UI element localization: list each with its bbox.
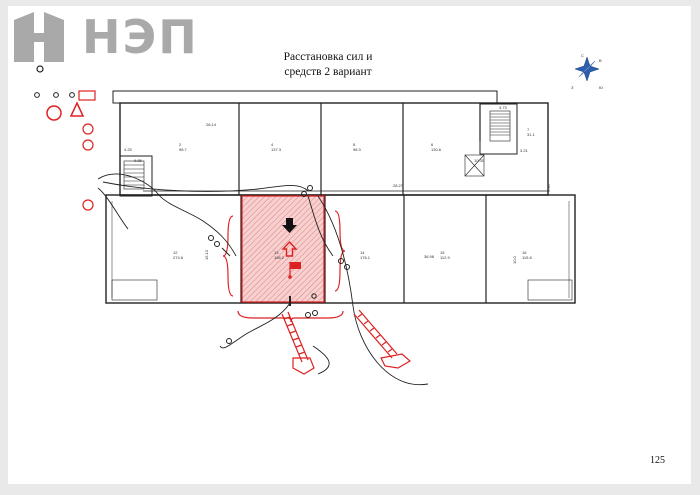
dim-6: 9.95 bbox=[546, 183, 551, 192]
compass-s: Ю bbox=[599, 85, 603, 90]
hydrant-symbol bbox=[36, 65, 44, 73]
room-area: 130.6 bbox=[431, 147, 442, 152]
plan-title-line-1: Расстановка сил и bbox=[283, 51, 373, 63]
arrow-up-icon bbox=[281, 240, 298, 257]
room-number: 6 bbox=[431, 142, 434, 147]
room-area: 115.8 bbox=[522, 255, 532, 260]
document-page: НЭП Расстановка сил и средств 2 вариант … bbox=[8, 6, 691, 484]
compass-n: С bbox=[581, 53, 584, 58]
fire-ladders bbox=[281, 309, 412, 375]
staircase bbox=[123, 110, 511, 190]
nozzle-symbols bbox=[208, 185, 350, 344]
unit-marker bbox=[82, 139, 94, 151]
compass-rose: С В Ю З bbox=[571, 53, 603, 90]
room-number: 2 bbox=[179, 142, 182, 147]
dim-8: 36.98 bbox=[424, 254, 435, 259]
logo-text: НЭП bbox=[82, 10, 199, 64]
room-area: 137.3 bbox=[271, 147, 282, 152]
room-area: 112.9 bbox=[440, 255, 450, 260]
room-number: 13 bbox=[274, 250, 279, 255]
building-walls bbox=[105, 90, 576, 304]
dim-5: 3.21 bbox=[520, 148, 529, 153]
dim-1: 4.25 bbox=[124, 147, 133, 152]
dim-10: 10.0 bbox=[512, 255, 517, 264]
room-number: 7 bbox=[527, 127, 530, 132]
room-number: 14 bbox=[360, 250, 365, 255]
unit-marker bbox=[82, 123, 94, 135]
room-number: 4 bbox=[271, 142, 274, 147]
dim-4: 10.30 bbox=[474, 158, 485, 163]
room-number: 5 bbox=[353, 142, 356, 147]
fire-symbols bbox=[281, 218, 301, 279]
hose-lines bbox=[97, 173, 429, 386]
unit-marker bbox=[82, 199, 94, 211]
plan-title: Расстановка сил и средств 2 вариант bbox=[258, 50, 398, 80]
company-logo: НЭП bbox=[14, 10, 199, 64]
dim-9: 15.13 bbox=[204, 249, 209, 260]
room-area: 274.6 bbox=[173, 255, 184, 260]
dim-3: 3.73 bbox=[499, 105, 508, 110]
room-area: 98.7 bbox=[179, 147, 188, 152]
dim-2: 9.85 bbox=[134, 158, 143, 163]
room-number: 15 bbox=[440, 250, 445, 255]
room-area: 186.2 bbox=[274, 255, 285, 260]
arrow-down-icon bbox=[282, 218, 297, 233]
floor-plan: С В Ю З bbox=[34, 53, 603, 386]
fire-zone-brackets bbox=[222, 210, 346, 323]
dim-7: 28.27 bbox=[393, 183, 404, 188]
unit-marker bbox=[46, 105, 62, 121]
legend-symbols bbox=[34, 65, 96, 211]
compass-e: В bbox=[599, 58, 602, 63]
page-number: 125 bbox=[650, 455, 665, 466]
room-area: 98.3 bbox=[353, 147, 362, 152]
room-number: 12 bbox=[173, 250, 178, 255]
dim-top-width: 28.14 bbox=[206, 122, 217, 127]
plan-title-line-2: средств 2 вариант bbox=[284, 66, 372, 78]
ladder-left bbox=[281, 311, 315, 375]
ladder-right bbox=[353, 309, 412, 369]
fire-flag-icon bbox=[290, 262, 301, 269]
warning-triangle-symbol bbox=[69, 101, 85, 117]
compass-w: З bbox=[571, 85, 574, 90]
room-area: 31.1 bbox=[527, 132, 536, 137]
fire-truck-symbol bbox=[78, 90, 96, 101]
dimension-labels: 28.14 4.25 9.85 3.73 10.30 3.21 9.95 28.… bbox=[124, 105, 551, 264]
room-number: 16 bbox=[522, 250, 527, 255]
room-area: 176.1 bbox=[360, 255, 371, 260]
